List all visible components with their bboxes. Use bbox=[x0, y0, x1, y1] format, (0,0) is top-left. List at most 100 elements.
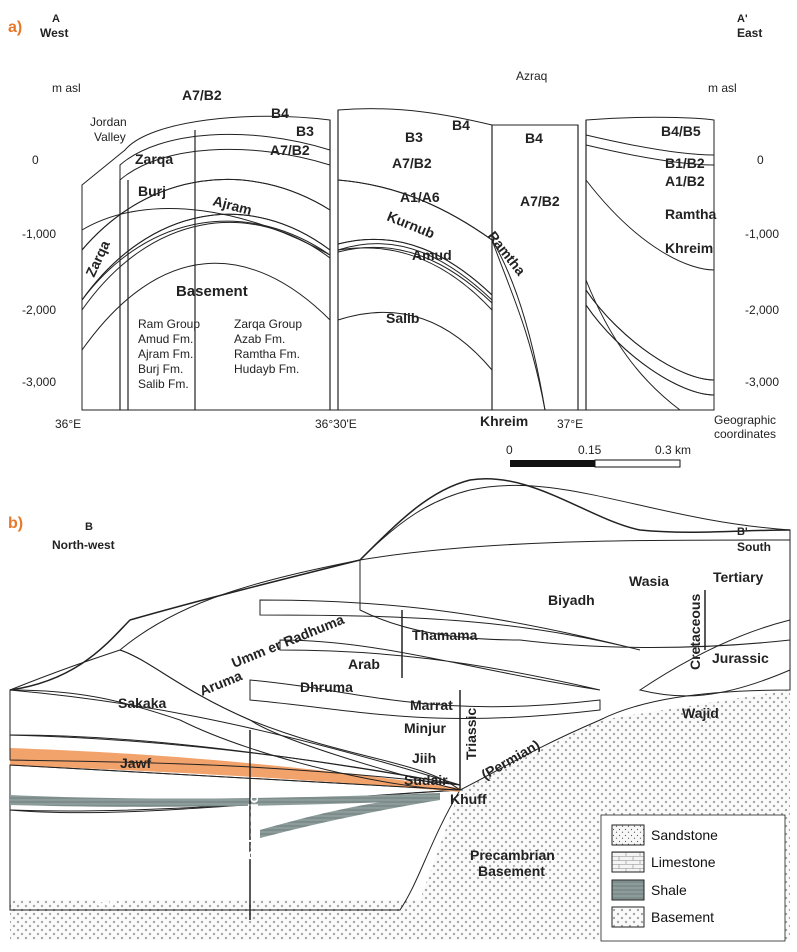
basement-a-mid bbox=[337, 247, 493, 411]
salib-a-right2 bbox=[585, 303, 715, 411]
elev-tick-left-0: 0 bbox=[32, 153, 39, 167]
elev-tick-left-1000: -1,000 bbox=[22, 227, 56, 241]
unit-dhruma: Dhruma bbox=[300, 679, 353, 695]
panel-b-left-direction: North-west bbox=[52, 538, 115, 552]
unit-a7b2-left: A7/B2 bbox=[270, 142, 310, 158]
unit-ramtha-rot: Ramtha bbox=[485, 228, 529, 278]
legend-swatch-basement bbox=[611, 906, 645, 928]
panel-b-right-letter: B' bbox=[737, 526, 748, 538]
unit-burj: Burj bbox=[138, 183, 166, 199]
group-legend: Ram Group Amud Fm. Ajram Fm. Burj Fm. Sa… bbox=[138, 317, 302, 391]
tabuk-band-b bbox=[10, 748, 460, 792]
unit-aruma: Aruma bbox=[197, 667, 244, 699]
legend-sandstone: Sandstone bbox=[651, 827, 718, 843]
scale-tick-0: 0 bbox=[506, 443, 513, 457]
legend-swatch-shale bbox=[611, 879, 645, 901]
unit-khreim: Khreim bbox=[665, 240, 713, 256]
ram-group-1: Amud Fm. bbox=[138, 332, 193, 346]
legend-limestone: Limestone bbox=[651, 854, 716, 870]
unit-khuff: Khuff bbox=[450, 791, 487, 807]
biyadh-thamama-b bbox=[359, 484, 791, 648]
unit-hanadir: Hanadir bbox=[288, 841, 335, 861]
unit-jawf: Jawf bbox=[120, 755, 151, 771]
grey-band-a-right2 bbox=[585, 288, 715, 396]
unit-lower-tabuk: Lower Tabuk bbox=[100, 839, 186, 855]
elevation-unit-left: m asl bbox=[52, 81, 81, 95]
unit-precambrian: Precambrian bbox=[470, 847, 555, 863]
panel-b-right-direction: South bbox=[737, 540, 771, 554]
unit-triassic: Triassic bbox=[463, 708, 479, 760]
jiih-wedge-b bbox=[279, 639, 601, 691]
ram-group-3: Burj Fm. bbox=[138, 362, 183, 376]
unit-paleozoic: Paleozoic bbox=[245, 795, 261, 860]
unit-cretaceous: Cretaceous bbox=[687, 594, 703, 670]
unit-jurassic: Jurassic bbox=[712, 650, 769, 666]
panel-a-left-letter: A bbox=[52, 13, 60, 25]
unit-biyadh: Biyadh bbox=[548, 592, 595, 608]
legend-swatch-sandstone bbox=[611, 824, 645, 846]
x-tick-37e: 37°E bbox=[557, 417, 583, 431]
unit-tertiary: Tertiary bbox=[713, 569, 764, 585]
elev-tick-left-2000: -2,000 bbox=[22, 303, 56, 317]
lower-shale-b bbox=[10, 793, 440, 807]
unit-salib: Salib bbox=[386, 310, 419, 326]
panel-a-label: a) bbox=[8, 19, 22, 36]
x-tick-36-30e: 36°30'E bbox=[315, 417, 357, 431]
lithology-legend: Sandstone Limestone Shale Basement bbox=[600, 814, 786, 942]
unit-khreim-bottom: Khreim bbox=[480, 413, 528, 429]
zarqa-group-0: Zarqa Group bbox=[234, 317, 302, 331]
azraq-label: Azraq bbox=[516, 69, 547, 83]
hanadir-shale-b bbox=[260, 795, 440, 838]
legend-shale: Shale bbox=[651, 882, 687, 898]
unit-b1b2: B1/B2 bbox=[665, 155, 705, 171]
unit-minjur: Minjur bbox=[404, 720, 447, 736]
unit-upper-tabuk: Upper Tabuk bbox=[66, 777, 151, 793]
fault-lines-a bbox=[119, 110, 587, 410]
sudair-wedge-b bbox=[249, 679, 601, 720]
panel-a-right-direction: East bbox=[737, 26, 762, 40]
legend-basement: Basement bbox=[651, 909, 714, 925]
unit-saq: Saq bbox=[96, 893, 122, 909]
elevation-unit-right: m asl bbox=[708, 81, 737, 95]
unit-sakaka: Sakaka bbox=[118, 695, 166, 711]
unit-kurnub: Kurnub bbox=[385, 208, 437, 241]
surface-profile-b bbox=[9, 477, 791, 691]
ram-group-4: Salib Fm. bbox=[138, 377, 189, 391]
jordan-valley-label: Jordan Valley bbox=[90, 115, 130, 144]
elev-tick-right-0: 0 bbox=[757, 153, 764, 167]
amud-ajram-a-left bbox=[81, 178, 331, 302]
elev-tick-right-3000: -3,000 bbox=[745, 375, 779, 389]
unit-b4-left: B4 bbox=[271, 105, 289, 121]
unit-jiih: Jiih bbox=[412, 750, 436, 766]
section-a-body bbox=[81, 108, 715, 411]
unit-amud: Amud bbox=[412, 247, 452, 263]
zarqa-group-2: Ramtha Fm. bbox=[234, 347, 300, 361]
scale-bar: 0 0.15 0.3 km bbox=[506, 443, 691, 468]
unit-a7b2-mid: A7/B2 bbox=[392, 155, 432, 171]
zarqa-group-3: Hudayb Fm. bbox=[234, 362, 299, 376]
panel-a-right-letter: A' bbox=[737, 13, 748, 25]
panel-b: b) B North-west B' South bbox=[8, 477, 791, 942]
unit-a7b2-right: A7/B2 bbox=[520, 193, 560, 209]
unit-a1a6: A1/A6 bbox=[400, 189, 440, 205]
unit-basement-a: Basement bbox=[176, 283, 248, 300]
unit-qusaiba: Qusaiba bbox=[24, 811, 79, 827]
unit-b3-mid: B3 bbox=[405, 129, 423, 145]
b1b2-band-a-right bbox=[585, 134, 715, 166]
unit-zarqa-left: Zarqa bbox=[135, 151, 173, 167]
section-b-body bbox=[9, 477, 791, 940]
unit-b4b5: B4/B5 bbox=[661, 123, 701, 139]
scale-tick-015: 0.15 bbox=[578, 443, 602, 457]
unit-b4-mid: B4 bbox=[452, 117, 470, 133]
cover-a-right1 bbox=[491, 124, 579, 411]
unit-ramtha: Ramtha bbox=[665, 206, 717, 222]
ram-group-2: Ajram Fm. bbox=[138, 347, 193, 361]
unit-wasia: Wasia bbox=[629, 573, 669, 589]
unit-wajid: Wajid bbox=[682, 705, 719, 721]
unit-basement-b: Basement bbox=[478, 863, 545, 879]
wajid-b bbox=[638, 619, 791, 697]
panel-b-label: b) bbox=[8, 515, 23, 532]
panel-a: a) A West A' East m asl m asl bbox=[8, 13, 779, 468]
unit-a1b2: A1/B2 bbox=[665, 173, 705, 189]
ram-group-0: Ram Group bbox=[138, 317, 200, 331]
